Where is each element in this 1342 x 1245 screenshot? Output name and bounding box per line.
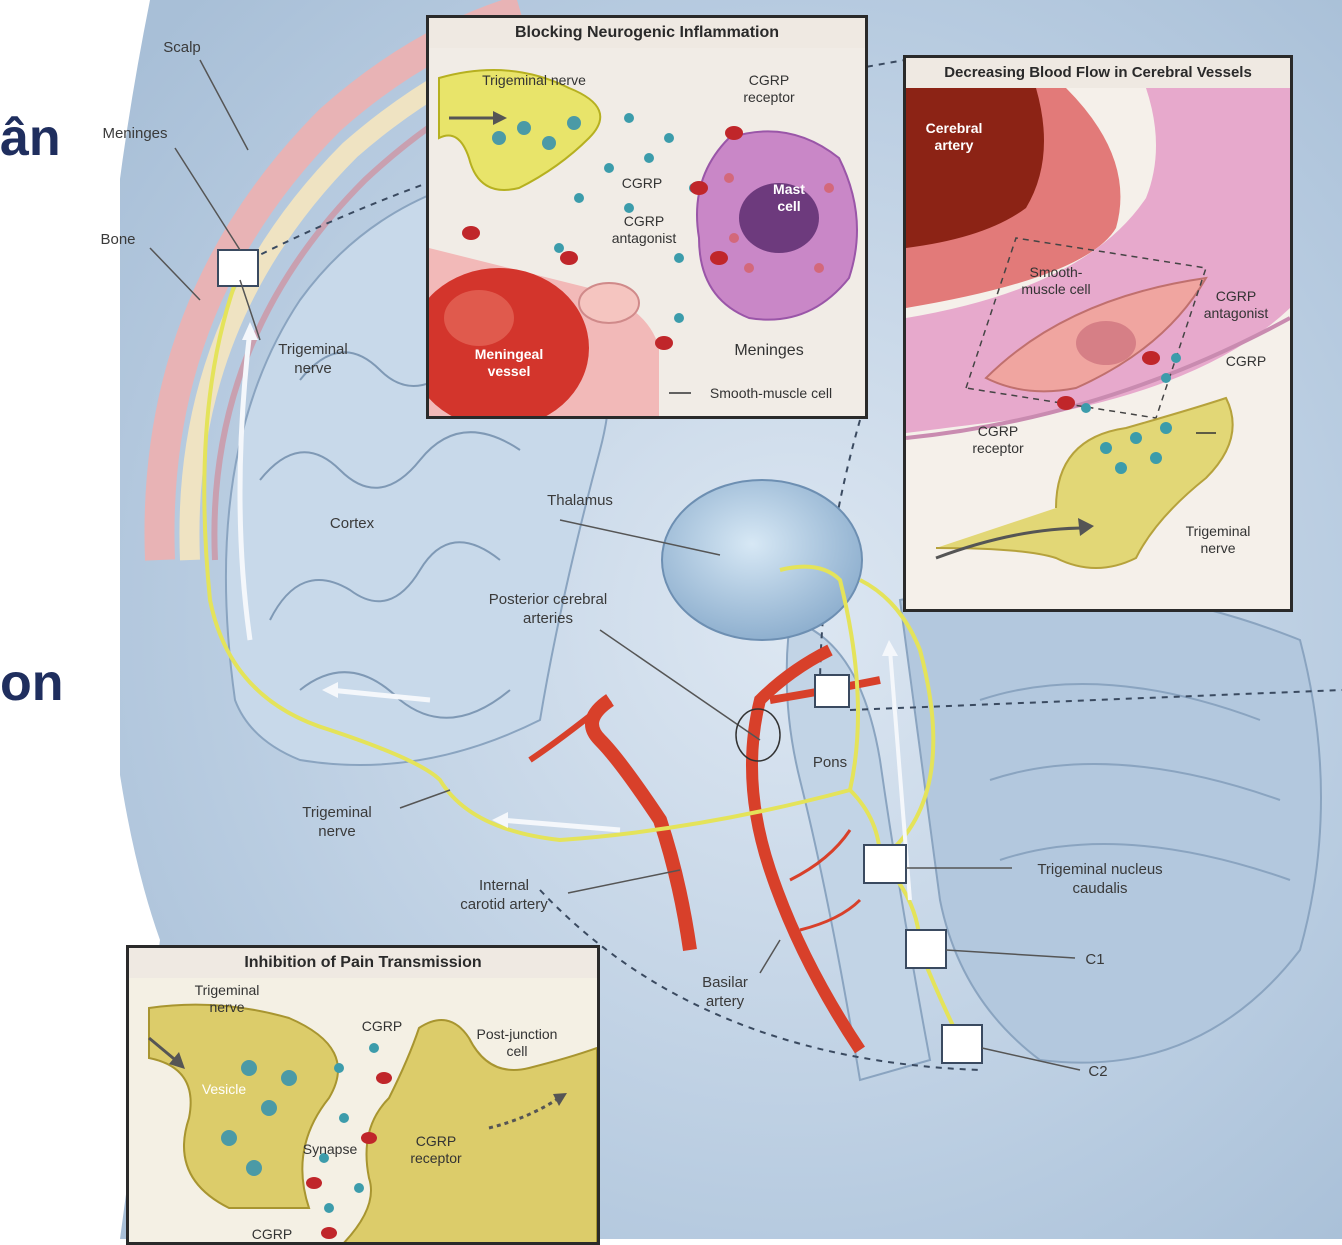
label-cgrp-antagonist-inflammation: CGRP antagonist — [594, 213, 694, 247]
label-posterior-cerebral-arteries: Posterior cerebral arteries — [458, 590, 638, 628]
slide-text-fragment-top: ân — [0, 110, 61, 166]
synapse-marker-meninges — [218, 250, 258, 286]
label-cgrp-bottom-pain: CGRP — [237, 1226, 307, 1243]
synapse-marker-caudalis — [864, 845, 906, 883]
label-mast-cell: Mast cell — [759, 181, 819, 215]
label-c1: C1 — [1075, 950, 1115, 969]
label-basilar-artery: Basilar artery — [680, 973, 770, 1011]
label-cgrp-receptor-inflammation: CGRP receptor — [719, 72, 819, 106]
label-cgrp-top-pain: CGRP — [352, 1018, 412, 1035]
label-synapse: Synapse — [290, 1141, 370, 1158]
label-trigeminal-nucleus-caudalis: Trigeminal nucleus caudalis — [1010, 860, 1190, 898]
label-c2: C2 — [1078, 1062, 1118, 1081]
slide-text-fragment-middle: on — [0, 655, 64, 711]
label-post-junction-cell: Post-junction cell — [457, 1026, 577, 1060]
inset-title-inflammation: Blocking Neurogenic Inflammation — [429, 18, 865, 48]
label-cgrp-receptor-blood-flow: CGRP receptor — [948, 423, 1048, 457]
inset-decreasing-blood-flow: Decreasing Blood Flow in Cerebral Vessel… — [903, 55, 1293, 612]
inset-blocking-neurogenic-inflammation: Blocking Neurogenic Inflammation Trigemi… — [426, 15, 868, 419]
label-cgrp-inflammation: CGRP — [612, 175, 672, 192]
label-trigeminal-nerve-bottom: Trigeminal nerve — [277, 803, 397, 841]
label-trigeminal-nerve-inflammation: Trigeminal nerve — [464, 72, 604, 89]
inset-inhibition-of-pain-transmission: Inhibition of Pain Transmission Trigemin… — [126, 945, 600, 1245]
thalamus — [662, 480, 862, 640]
synapse-marker-c2 — [942, 1025, 982, 1063]
label-smooth-muscle-cell-inflammation: Smooth-muscle cell — [691, 385, 851, 402]
label-meninges-inflammation: Meninges — [719, 342, 819, 359]
label-cerebral-artery: Cerebral artery — [919, 120, 989, 154]
label-pons: Pons — [795, 753, 865, 772]
label-cgrp-receptor-pain: CGRP receptor — [391, 1133, 481, 1167]
label-scalp: Scalp — [152, 38, 212, 57]
label-cgrp-antagonist-blood-flow: CGRP antagonist — [1191, 288, 1281, 322]
label-trigeminal-nerve-pain: Trigeminal nerve — [177, 982, 277, 1016]
label-smooth-muscle-cell-blood-flow: Smooth- muscle cell — [1001, 264, 1111, 298]
label-meninges: Meninges — [85, 124, 185, 143]
label-trigeminal-nerve-top: Trigeminal nerve — [258, 340, 368, 378]
inset-title-blood-flow: Decreasing Blood Flow in Cerebral Vessel… — [906, 58, 1290, 88]
label-vesicle: Vesicle — [189, 1081, 259, 1098]
label-internal-carotid-artery: Internal carotid artery — [434, 876, 574, 914]
label-cgrp-blood-flow: CGRP — [1216, 353, 1276, 370]
label-thalamus: Thalamus — [525, 491, 635, 510]
label-trigeminal-nerve-blood-flow: Trigeminal nerve — [1168, 523, 1268, 557]
label-bone: Bone — [88, 230, 148, 249]
synapse-marker-c1 — [906, 930, 946, 968]
label-cortex: Cortex — [312, 514, 392, 533]
label-meningeal-vessel: Meningeal vessel — [464, 346, 554, 380]
inset-title-pain: Inhibition of Pain Transmission — [129, 948, 597, 978]
synapse-marker-pons — [815, 675, 849, 707]
